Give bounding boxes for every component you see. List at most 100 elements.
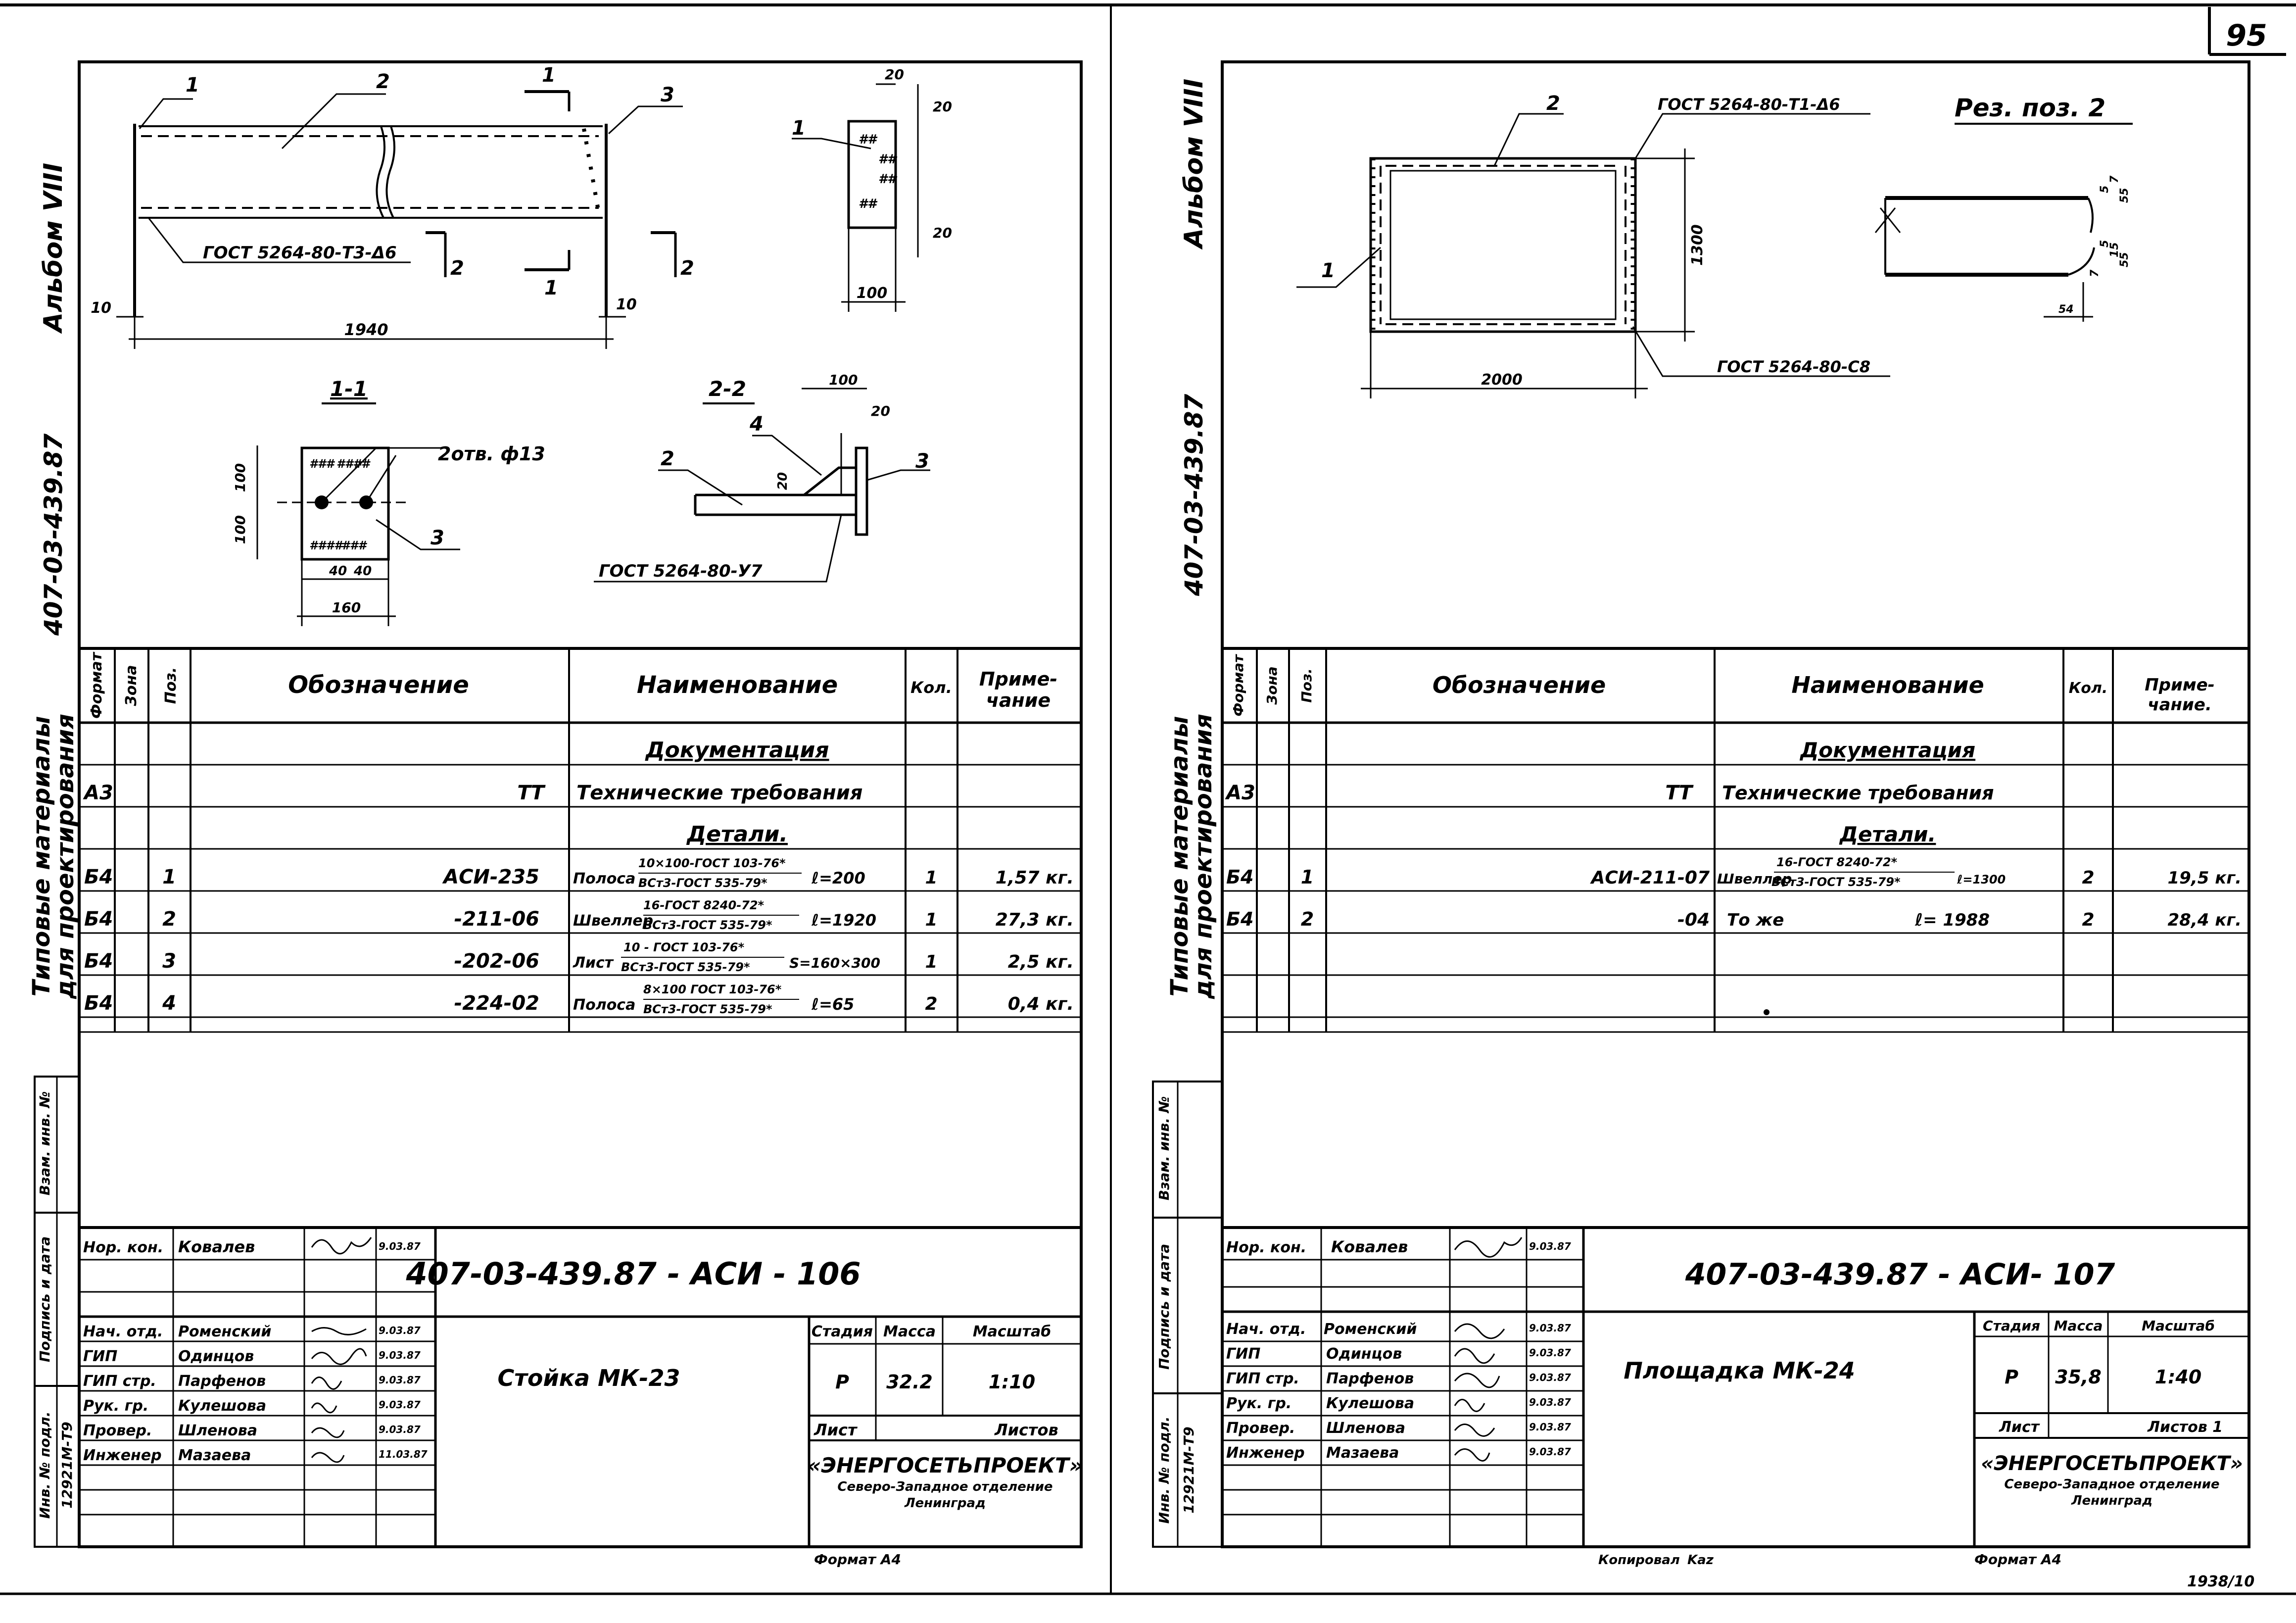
page-number-box: 95 xyxy=(2208,7,2286,56)
row-prefix: Швеллер xyxy=(1717,871,1792,887)
sign-date: 9.03.87 xyxy=(1529,1372,1571,1383)
row-format: Б4 xyxy=(1226,908,1253,930)
col-note-2: чание. xyxy=(2148,695,2212,715)
row-qty: 1 xyxy=(925,952,937,972)
album-label: Альбом VIII xyxy=(39,163,68,334)
bottom-mark: 1938/10 xyxy=(2187,1573,2254,1590)
row-note: 28,4 кг. xyxy=(2168,910,2242,930)
row-pos: 1 xyxy=(162,866,176,888)
row-tt-designation: ТТ xyxy=(517,782,545,804)
row-prefix: Полоса xyxy=(573,870,635,887)
cut-dim: 7 xyxy=(2089,269,2101,277)
role: Инженер xyxy=(1226,1444,1305,1462)
signer-name: Кулешова xyxy=(1326,1395,1414,1412)
row-num: 16-ГОСТ 8240-72* xyxy=(1776,855,1898,869)
row-den: ВСт3-ГОСТ 535-79* xyxy=(638,876,767,890)
stage-label: Стадия xyxy=(812,1323,873,1340)
row-den: ВСт3-ГОСТ 535-79* xyxy=(1771,875,1901,889)
stage-value: Р xyxy=(2005,1366,2018,1388)
spec-row: Б4 2 -04 То же ℓ= 1988 2 28,4 кг. xyxy=(1226,908,2242,930)
row-num: 10×100-ГОСТ 103-76* xyxy=(638,856,786,870)
col-qty: Кол. xyxy=(2069,680,2108,697)
sign-date: 9.03.87 xyxy=(379,1325,421,1336)
stamp-inv: Инв. № подл. xyxy=(1156,1417,1172,1524)
org-sub2: Ленинград xyxy=(904,1496,986,1511)
svg-text:###: ### xyxy=(341,539,367,552)
row-pos: 1 xyxy=(1301,866,1314,888)
row-designation: -202-06 xyxy=(454,950,539,973)
col-pos: Поз. xyxy=(162,667,180,704)
row-num: 16-ГОСТ 8240-72* xyxy=(643,898,765,912)
stage-value: Р xyxy=(835,1371,849,1393)
sign-date: 9.03.87 xyxy=(1529,1396,1571,1408)
scale-value: 1:10 xyxy=(989,1371,1036,1393)
plate-dim-20-top: 20 xyxy=(885,66,904,83)
callout-2: 2 xyxy=(376,70,390,93)
svg-text:##: ## xyxy=(859,197,878,211)
col-designation: Обозначение xyxy=(1433,672,1606,698)
sec2-callout-2: 2 xyxy=(661,447,674,470)
sign-date: 9.03.87 xyxy=(1529,1421,1571,1433)
row-format: Б4 xyxy=(1226,866,1253,888)
sign-date: 9.03.87 xyxy=(1529,1322,1571,1334)
row-note: 1,57 кг. xyxy=(996,868,1074,888)
doc-title: Площадка МК-24 xyxy=(1624,1357,1855,1384)
album-code-label: 407-03-439.87 xyxy=(39,434,68,637)
svg-text:##: ## xyxy=(859,132,878,147)
doc-title: Стойка МК-23 xyxy=(497,1365,680,1391)
row-den: ВСт3-ГОСТ 535-79* xyxy=(643,1002,772,1016)
spec-row: Б4 1 АСИ-235 Полоса 10×100-ГОСТ 103-76* … xyxy=(84,856,1074,890)
col-zone: Зона xyxy=(1264,666,1280,705)
row-pos: 2 xyxy=(162,908,176,931)
row-suffix: ℓ=65 xyxy=(811,995,854,1014)
sign-date: 9.03.87 xyxy=(1529,1347,1571,1359)
spec-table: Формат Зона Поз. Обозначение Наименовани… xyxy=(79,647,1081,1033)
section-doc: Документация xyxy=(644,738,829,763)
row-suffix: ℓ= 1988 xyxy=(1914,910,1990,930)
row-pos: 2 xyxy=(1301,908,1314,930)
role: Рук. гр. xyxy=(83,1397,148,1415)
plate-detail: ## ## ## ## 1 20 20 20 100 xyxy=(792,66,952,312)
stamp-vzam: Взам. инв. № xyxy=(37,1091,53,1196)
weld-note-top: ГОСТ 5264-80-Т1-Δ6 xyxy=(1658,95,1840,114)
section-mark-2-right: 2 xyxy=(680,257,694,280)
sign-date: 9.03.87 xyxy=(379,1349,421,1361)
col-zone: Зона xyxy=(123,665,140,707)
col-note-2: чание xyxy=(986,689,1051,711)
signer-name: Парфенов xyxy=(178,1373,266,1390)
sec2-dim-20-b: 20 xyxy=(775,472,790,490)
row-suffix: S=160×300 xyxy=(789,955,880,971)
spec-row: Б4 4 -224-02 Полоса 8×100 ГОСТ 103-76* В… xyxy=(84,983,1074,1016)
channel-elevation: 1 2 3 1 1 2 2 ГОСТ 5264-80-Т3-Δ6 xyxy=(91,64,694,349)
row-prefix: Швеллер xyxy=(573,912,653,930)
org-name: «ЭНЕРГОСЕТЬПРОЕКТ» xyxy=(808,1453,1083,1477)
sheets-label: Листов 1 xyxy=(2147,1419,2223,1436)
dim-1300: 1300 xyxy=(1689,224,1706,266)
plate-dim-100: 100 xyxy=(857,285,888,302)
sec1-dim-40-a: 40 xyxy=(329,564,347,579)
role: ГИП стр. xyxy=(1226,1370,1299,1387)
copied-by: Kaz xyxy=(1687,1553,1714,1568)
cut-dim: 15 xyxy=(2108,242,2121,257)
role: Нач. отд. xyxy=(1226,1321,1306,1338)
right-sheet: Альбом VIII 407-03-439.87 Типовые матери… xyxy=(1152,60,2250,1568)
signer-name: Парфенов xyxy=(1326,1370,1414,1387)
sign-date: 9.03.87 xyxy=(1529,1240,1571,1252)
mass-label: Масса xyxy=(883,1323,936,1340)
side-stamp: Взам. инв. № Подпись и дата Инв. № подл.… xyxy=(1152,1081,1223,1548)
col-pos: Поз. xyxy=(1298,668,1315,703)
row-num: 10 - ГОСТ 103-76* xyxy=(623,940,745,954)
col-note-1: Приме- xyxy=(2145,675,2215,695)
row-prefix: Лист xyxy=(573,954,614,972)
cut-detail: Рез. поз. 2 5 7 55 5 15 7 55 54 xyxy=(1874,94,2133,322)
callout-3: 3 xyxy=(661,84,674,106)
row-note: 27,3 кг. xyxy=(996,910,1074,930)
svg-text:##: ## xyxy=(878,152,898,167)
handwritten-signatures xyxy=(311,1237,372,1463)
handwritten-signatures xyxy=(1454,1237,1523,1462)
page-number: 95 xyxy=(2226,18,2267,53)
row-pos: 3 xyxy=(162,950,176,973)
sec2-callout-4: 4 xyxy=(749,413,764,436)
col-qty: Кол. xyxy=(910,678,952,697)
sec2-dim-100: 100 xyxy=(829,372,858,388)
